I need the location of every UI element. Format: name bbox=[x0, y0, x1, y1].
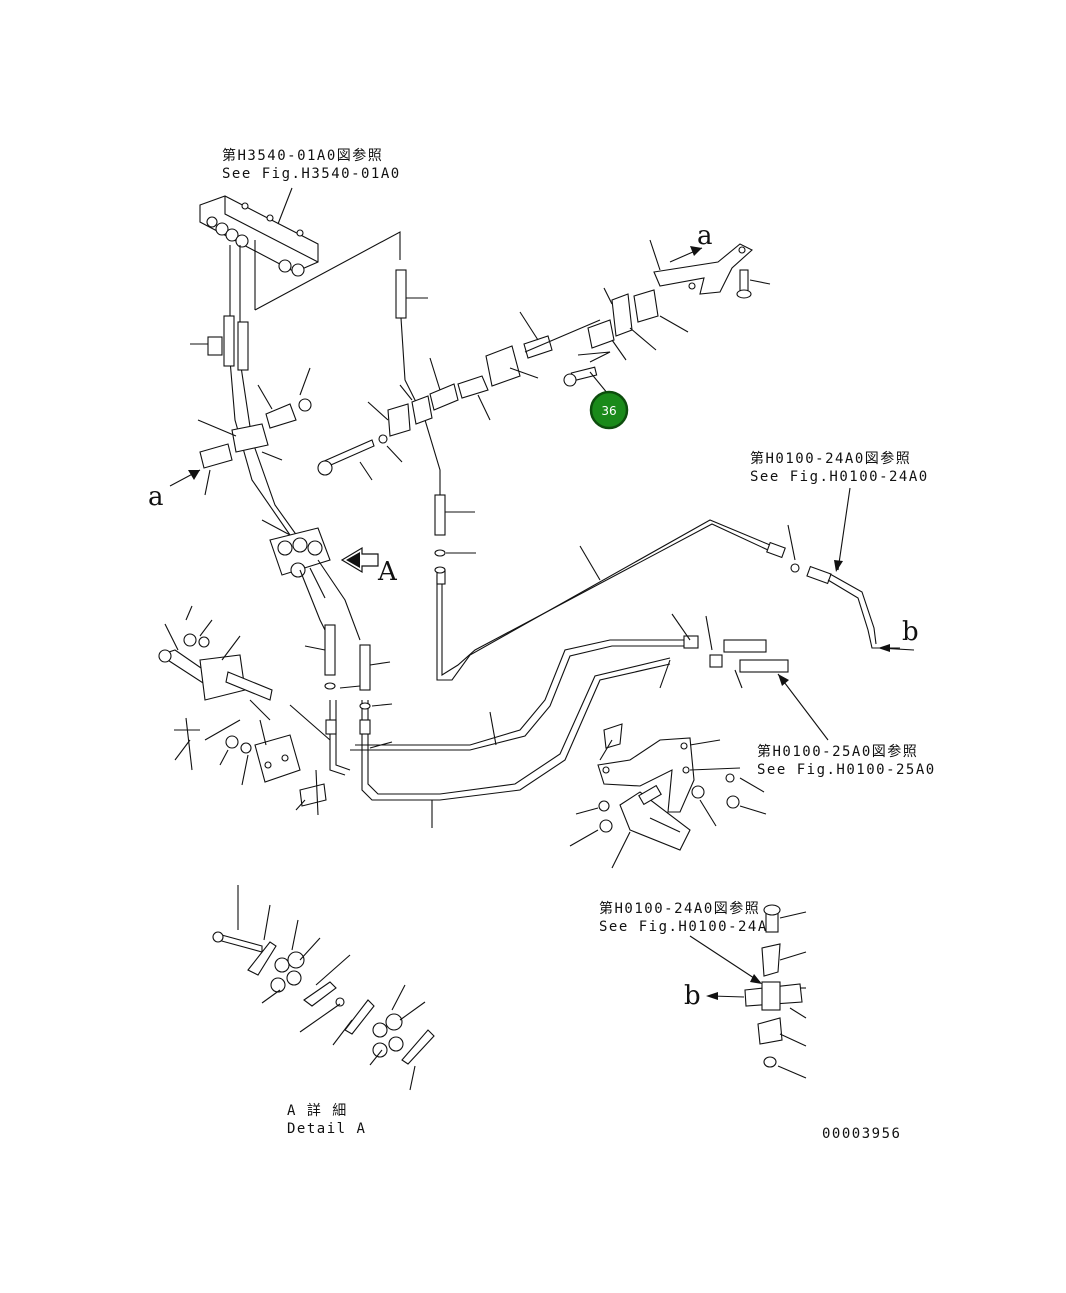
clamp-group-left bbox=[197, 367, 312, 496]
hose-left-pair bbox=[190, 245, 301, 541]
marker-a-top: a bbox=[697, 221, 713, 251]
bracket-lower-right bbox=[569, 723, 767, 869]
hose-right-b bbox=[806, 565, 900, 649]
ref-h0100-25-jp: 第H0100-25A0図参照 bbox=[757, 743, 918, 760]
marker-view-a: A bbox=[377, 557, 398, 587]
clamp-row-right bbox=[563, 287, 689, 395]
detail-a-en: Detail A bbox=[287, 1121, 366, 1137]
callout-36[interactable]: 36 bbox=[589, 390, 629, 430]
view-arrow-a bbox=[340, 546, 379, 574]
pipe-bundle-lower bbox=[324, 639, 690, 828]
plate-left-bottom bbox=[174, 719, 327, 816]
clamp-cluster-mid bbox=[261, 519, 331, 599]
ref-h0100-24b-en: See Fig.H0100-24A0 bbox=[599, 919, 778, 935]
ref-h0100-25-en: See Fig.H0100-25A0 bbox=[757, 762, 936, 778]
callout-36-label: 36 bbox=[601, 404, 616, 418]
detail-a-jp: A 詳 細 bbox=[287, 1103, 348, 1119]
ref-h3540-en: See Fig.H3540-01A0 bbox=[222, 166, 401, 182]
bolt-center bbox=[317, 434, 403, 481]
bracket-left-lower bbox=[158, 605, 331, 771]
clamp-assembly-lower-right bbox=[744, 904, 807, 1079]
ref-h3540-jp: 第H3540-01A0図参照 bbox=[222, 147, 383, 164]
marker-a-left: a bbox=[148, 482, 164, 512]
valve-manifold bbox=[199, 195, 319, 277]
ref-h0100-24-en: See Fig.H0100-24A0 bbox=[750, 469, 929, 485]
hose-center bbox=[395, 269, 476, 557]
drawing-number: 00003956 bbox=[822, 1126, 901, 1142]
bracket-top-right bbox=[649, 239, 771, 299]
pipe-long-right bbox=[434, 519, 800, 681]
marker-b-lower: b bbox=[684, 981, 701, 1011]
ref-h0100-24-jp: 第H0100-24A0図参照 bbox=[750, 450, 911, 467]
fittings-right-middle bbox=[659, 613, 829, 741]
detail-a-parts bbox=[212, 885, 435, 1091]
clamp-row-upper bbox=[367, 311, 601, 437]
ref-h0100-24b-jp: 第H0100-24A0図参照 bbox=[599, 900, 760, 917]
marker-b-right: b bbox=[902, 617, 919, 647]
